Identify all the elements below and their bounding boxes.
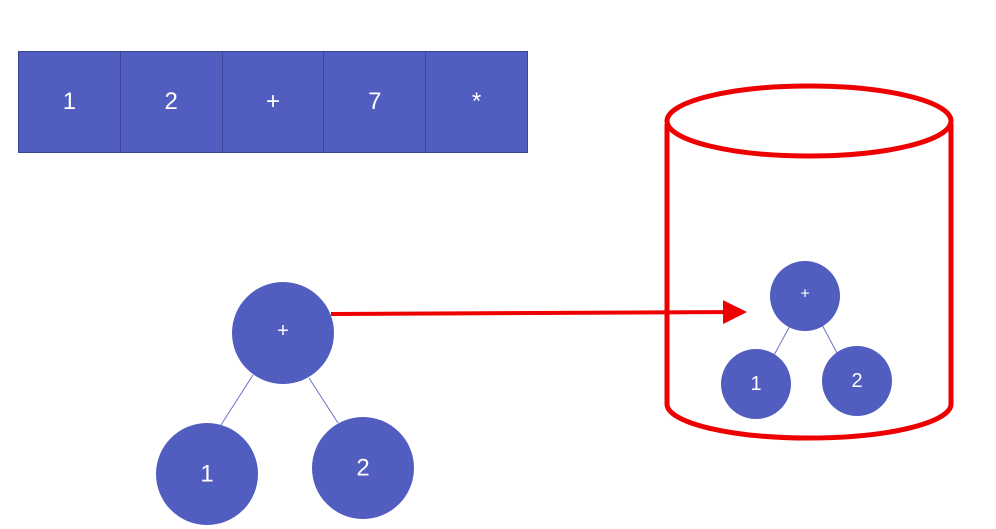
node-label: 1 xyxy=(750,373,761,395)
store-arrow xyxy=(330,300,747,325)
tree-node-right: 2 xyxy=(312,417,414,519)
node-label: 2 xyxy=(356,455,369,482)
node-label: 2 xyxy=(851,370,862,392)
token-cell: 2 xyxy=(121,52,223,152)
stored-tree-node-right: 2 xyxy=(822,346,892,416)
tree-node-left: 1 xyxy=(156,423,258,525)
token-cell: 1 xyxy=(19,52,121,152)
token-cell: + xyxy=(223,52,325,152)
node-label: 1 xyxy=(200,461,213,488)
node-label: + xyxy=(800,286,809,303)
stored-tree-edge-left xyxy=(772,323,792,358)
storage-cylinder xyxy=(664,83,954,441)
tree-edge-left xyxy=(218,374,254,429)
token-cell: * xyxy=(471,88,482,115)
stored-tree-node-root: + xyxy=(770,261,840,331)
tree-node-root: + xyxy=(232,282,334,384)
token-sequence: 1 2 + 7 * xyxy=(18,51,528,153)
token-cell: 7 xyxy=(324,52,427,152)
node-label: + xyxy=(277,320,289,342)
tree-edge-right xyxy=(308,377,339,424)
stored-tree-edge-right xyxy=(820,322,838,354)
stored-tree-node-left: 1 xyxy=(721,349,791,419)
